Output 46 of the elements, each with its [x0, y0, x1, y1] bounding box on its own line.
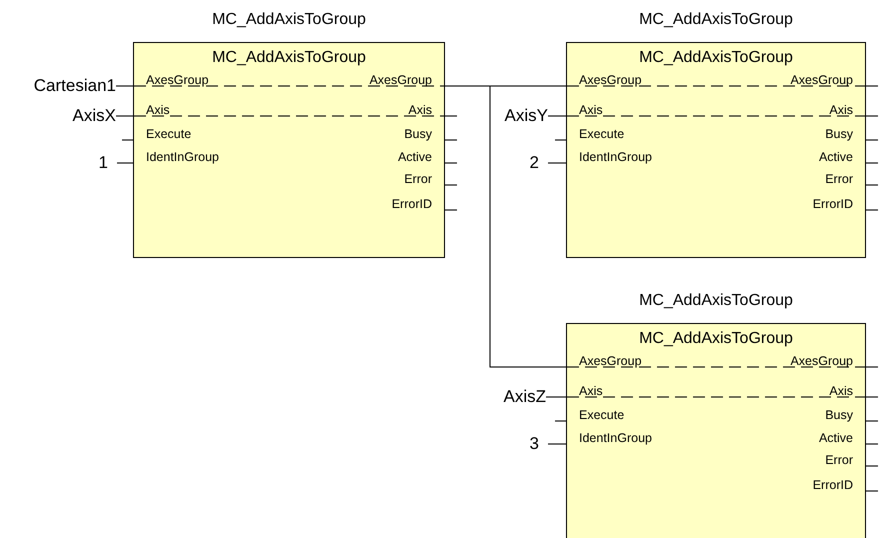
connection-line: [548, 162, 566, 164]
pin-label: Execute: [579, 127, 624, 141]
variable-label: 3: [530, 435, 539, 452]
pin-label: Busy: [825, 408, 853, 422]
pin-label: Execute: [146, 127, 192, 141]
connection-line: [546, 396, 566, 398]
pin-label: AxesGroup: [579, 73, 642, 87]
pin-label: IdentInGroup: [579, 431, 652, 445]
pin-label: IdentInGroup: [579, 150, 652, 164]
variable-label: Cartesian1: [34, 77, 116, 94]
pin-label: ErrorID: [812, 197, 853, 211]
pin-label: Error: [825, 453, 853, 467]
pin-label: AxesGroup: [790, 73, 853, 87]
pin-label: AxesGroup: [369, 73, 432, 87]
variable-label: 1: [98, 154, 108, 171]
variable-label: AxisX: [72, 107, 116, 124]
variable-label: AxisZ: [504, 388, 546, 405]
pin-label: Execute: [579, 408, 624, 422]
pin-label: Error: [825, 172, 853, 186]
pin-label: AxesGroup: [146, 73, 209, 87]
pin-label: AxesGroup: [790, 354, 853, 368]
variable-label: AxisY: [504, 107, 548, 124]
block-title: MC_AddAxisToGroup: [211, 11, 367, 29]
pin-label: Axis: [579, 103, 603, 117]
pin-label: Axis: [579, 384, 603, 398]
pin-label: ErrorID: [392, 197, 432, 211]
pin-label: Active: [398, 150, 432, 164]
pin-label: Axis: [829, 103, 853, 117]
pin-label: Axis: [146, 103, 170, 117]
pin-label: Busy: [404, 127, 432, 141]
pin-label: IdentInGroup: [146, 150, 219, 164]
block-type-name: MC_AddAxisToGroup: [638, 49, 794, 67]
pin-label: Active: [818, 431, 853, 445]
block-type-name: MC_AddAxisToGroup: [211, 49, 367, 67]
variable-label: 2: [530, 154, 539, 171]
pin-label: Active: [818, 150, 853, 164]
pin-label: Axis: [829, 384, 853, 398]
pin-label: Busy: [825, 127, 853, 141]
pin-label: AxesGroup: [579, 354, 642, 368]
pin-label: Axis: [408, 103, 432, 117]
block-title: MC_AddAxisToGroup: [638, 292, 794, 310]
pin-label: ErrorID: [812, 478, 853, 492]
block-title: MC_AddAxisToGroup: [638, 11, 794, 29]
block-type-name: MC_AddAxisToGroup: [638, 330, 794, 348]
connection-line: [116, 162, 134, 164]
pin-label: Error: [404, 172, 432, 186]
